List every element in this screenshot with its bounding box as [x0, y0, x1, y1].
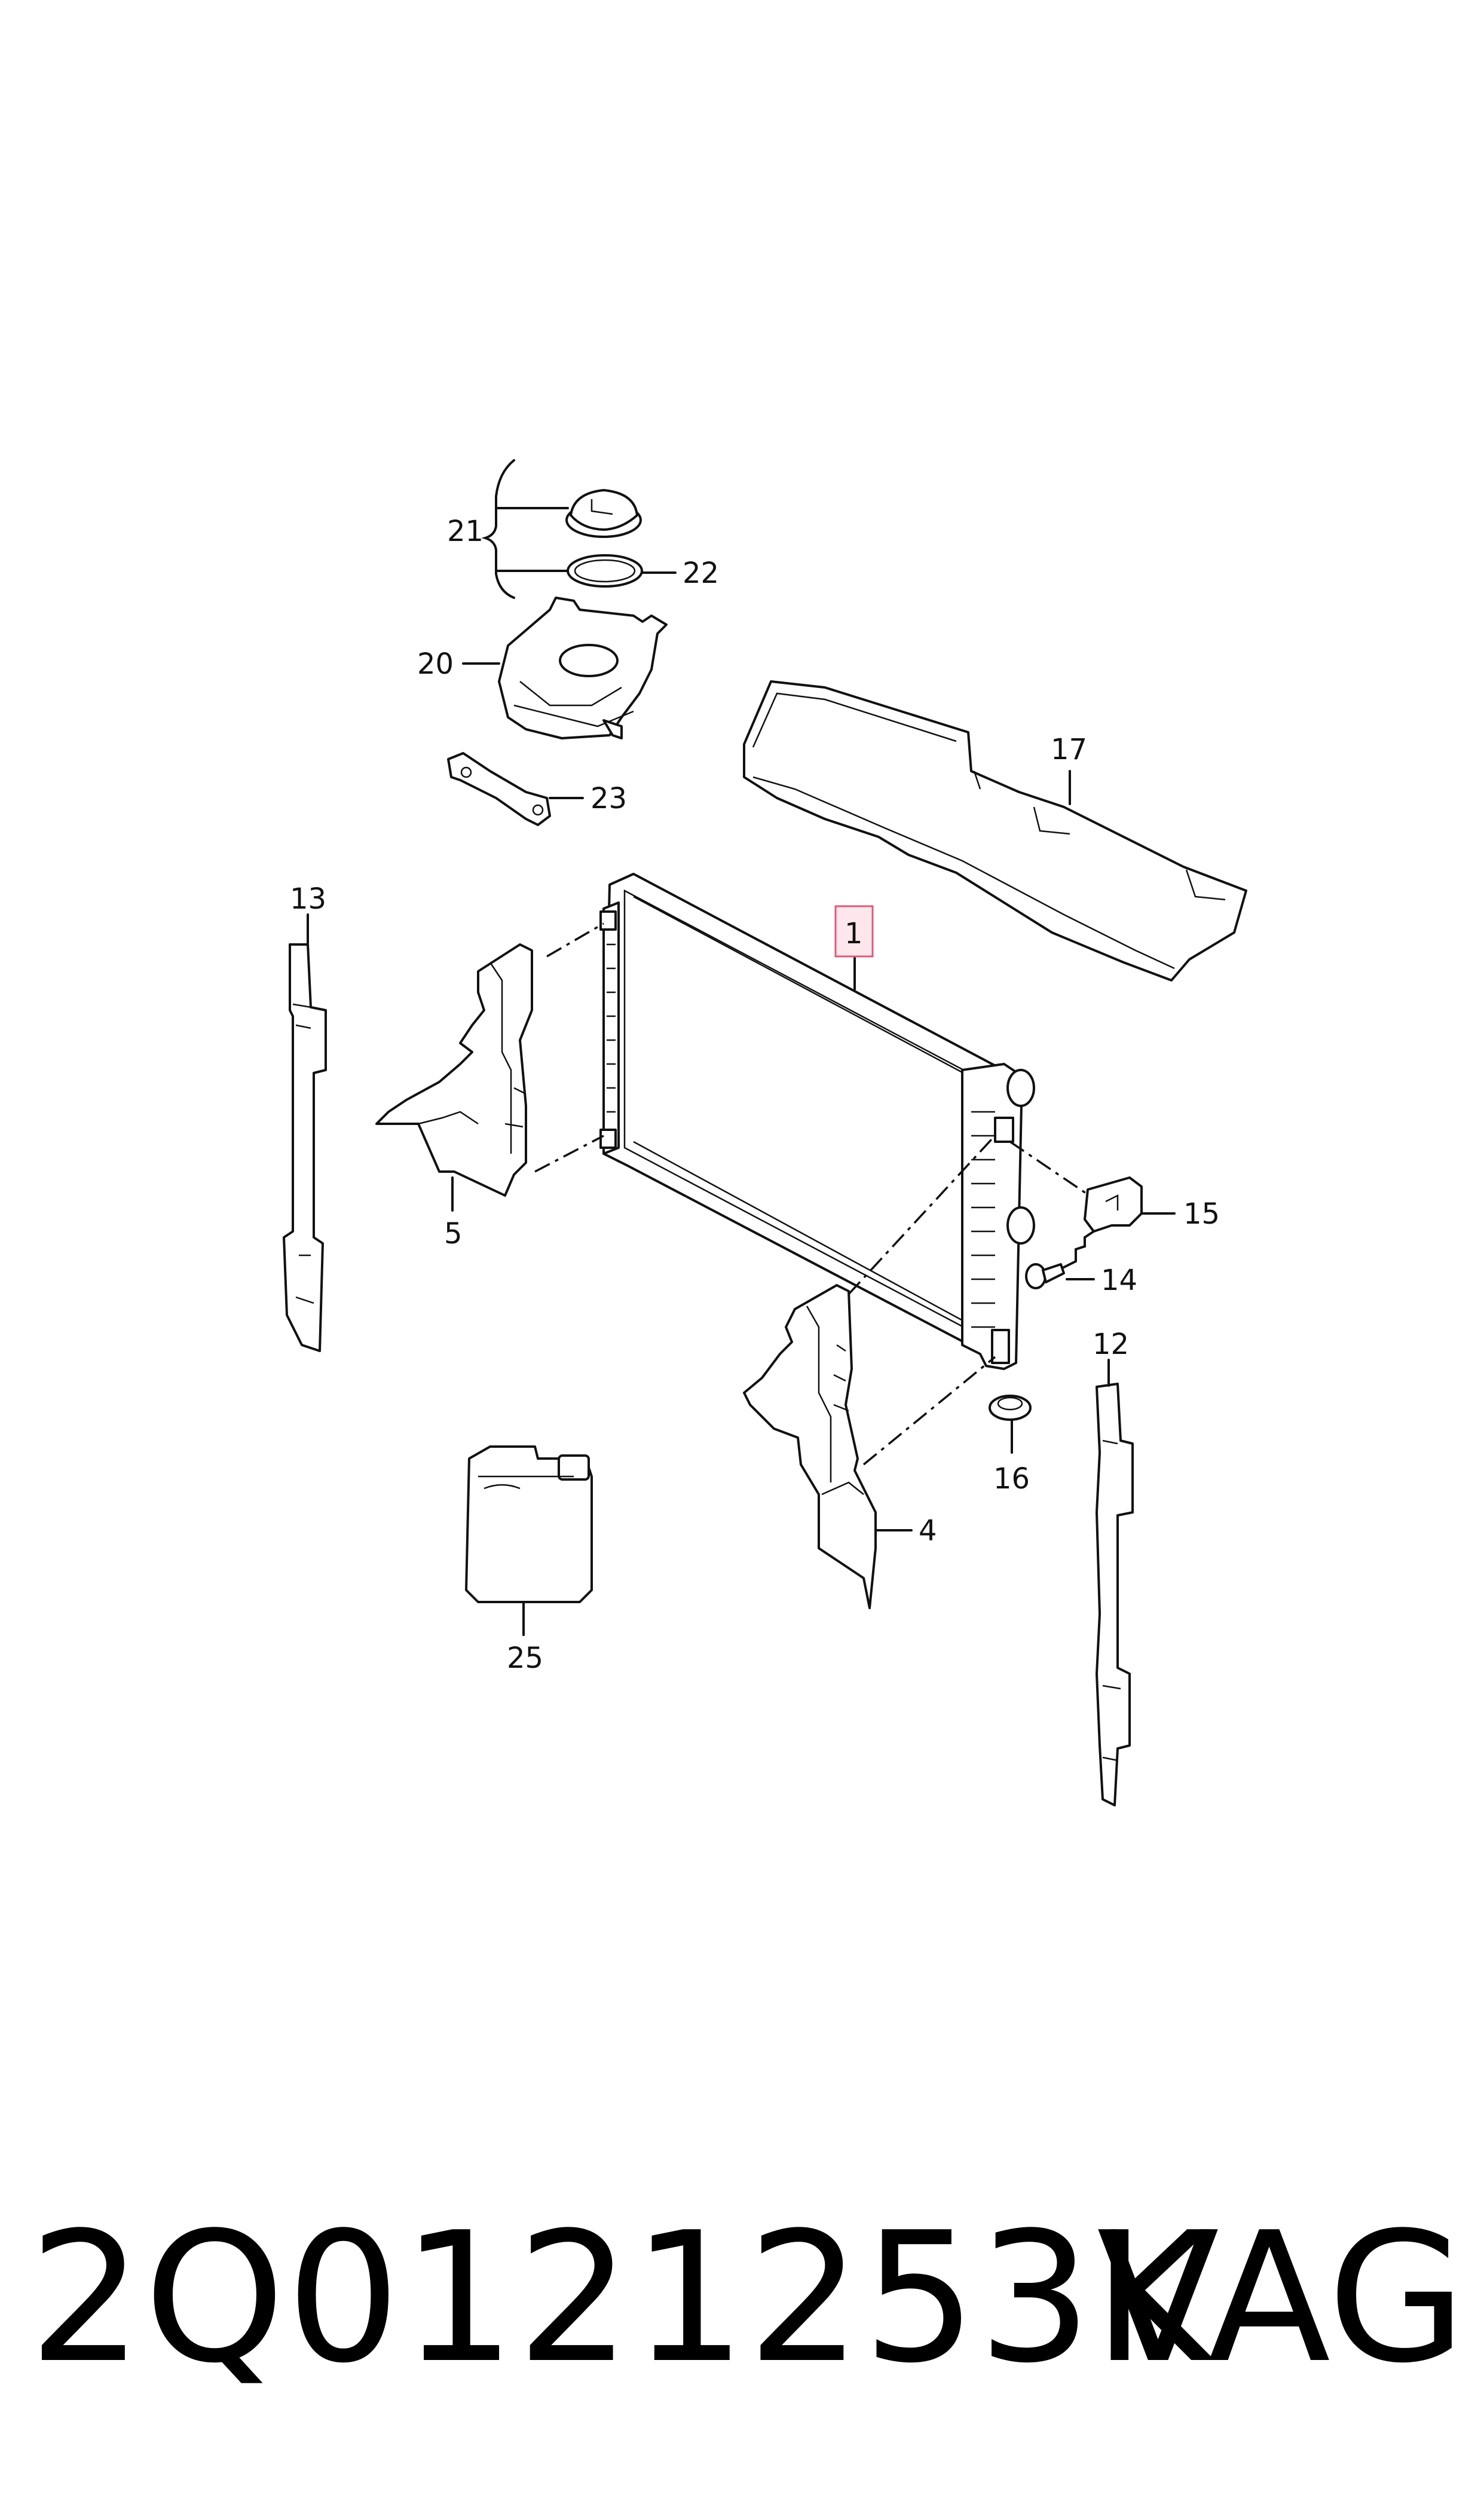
callout-15: 15 [1183, 1197, 1220, 1231]
callout-20: 20 [417, 647, 454, 681]
callout-5: 5 [444, 1217, 463, 1251]
callout-17: 17 [1051, 733, 1087, 766]
part-15-sensor-bracket[interactable] [1063, 1176, 1176, 1268]
callout-22: 22 [683, 557, 719, 590]
callout-25: 25 [507, 1641, 543, 1675]
callout-13: 13 [290, 882, 326, 916]
part-23-bracket[interactable] [447, 752, 584, 826]
parts-diagram: 21 22 20 23 17 [283, 459, 1247, 1806]
part-20-expansion-tank[interactable] [462, 597, 668, 739]
part-number: 2Q0121253K [29, 2194, 1212, 2402]
part-25-coolant-container[interactable] [465, 1445, 593, 1636]
part-4-air-guide-right[interactable] [743, 1284, 913, 1609]
callout-16: 16 [993, 1462, 1030, 1496]
part-16-grommet[interactable] [989, 1395, 1032, 1454]
alignment-lines [534, 922, 1094, 1466]
part-13-side-seal-left[interactable] [283, 913, 327, 1352]
part-22-seal-ring[interactable] [495, 554, 677, 588]
callout-4: 4 [919, 1514, 937, 1548]
callout-21: 21 [447, 515, 484, 548]
callout-23: 23 [590, 782, 627, 815]
callout-1-highlight [834, 905, 874, 958]
brand-name: VAG [1097, 2194, 1467, 2402]
part-12-side-seal-right[interactable] [1096, 1359, 1134, 1806]
part-17-air-duct[interactable] [743, 680, 1247, 982]
part-14-screw[interactable] [1025, 1263, 1095, 1289]
part-5-air-guide-left[interactable] [375, 943, 533, 1212]
footer: 2Q0121253K VAG [0, 2200, 1484, 2397]
callout-12: 12 [1093, 1328, 1129, 1361]
part-21-cap[interactable] [481, 459, 642, 599]
callout-14: 14 [1101, 1264, 1137, 1297]
callout-1: 1 [844, 917, 863, 950]
part-1-radiator[interactable] [599, 873, 1035, 1370]
